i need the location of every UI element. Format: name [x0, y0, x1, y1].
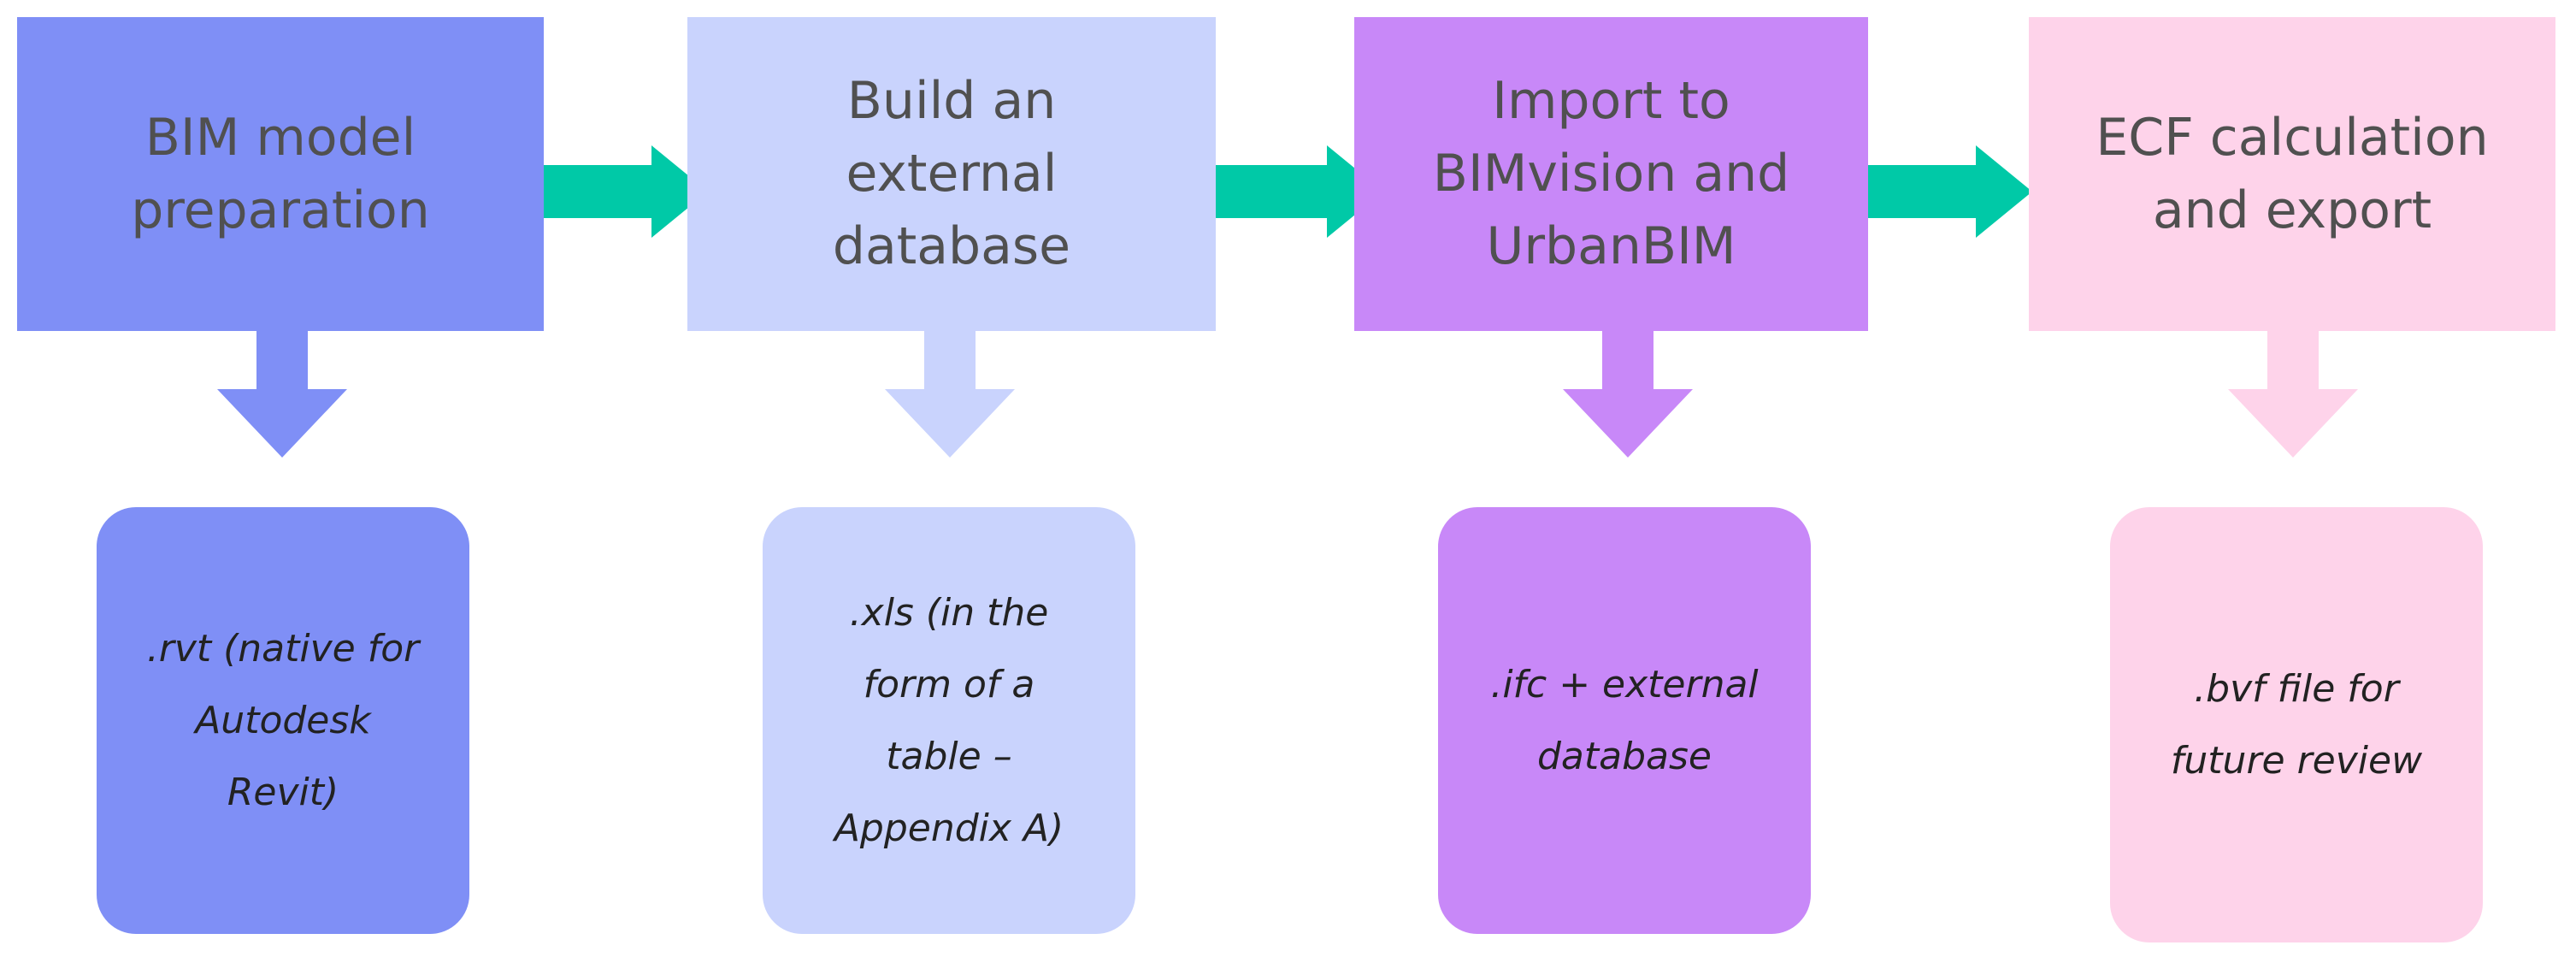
step-import-bimvision-urbanbim: Import to BIMvision and UrbanBIM [1354, 17, 1868, 331]
step-build-external-database: Build an external database [687, 17, 1216, 331]
right-arrow-2-3 [1216, 145, 1383, 238]
step-label: Build an external database [832, 71, 1071, 276]
output-bvf: .bvf file for future review [2110, 507, 2483, 942]
step-label: BIM model preparation [131, 107, 430, 240]
step-label: ECF calculation and export [2096, 107, 2489, 240]
output-xls: .xls (in the form of a table – Appendix … [763, 507, 1135, 934]
right-arrow-3-4 [1868, 145, 2032, 238]
step-bim-model-preparation: BIM model preparation [17, 17, 544, 331]
output-label: .xls (in the form of a table – Appendix … [834, 590, 1064, 850]
output-ifc: .ifc + external database [1438, 507, 1811, 934]
output-rvt: .rvt (native for Autodesk Revit) [97, 507, 469, 934]
output-label: .rvt (native for Autodesk Revit) [146, 626, 420, 814]
down-arrow-4 [2228, 331, 2358, 458]
down-arrow-3 [1563, 331, 1693, 458]
output-label: .bvf file for future review [2170, 666, 2423, 783]
right-arrow-1-2 [544, 145, 708, 238]
down-arrow-2 [885, 331, 1015, 458]
down-arrow-1 [217, 331, 347, 458]
step-ecf-calculation-export: ECF calculation and export [2029, 17, 2555, 331]
output-label: .ifc + external database [1490, 662, 1759, 778]
step-label: Import to BIMvision and UrbanBIM [1432, 71, 1790, 276]
